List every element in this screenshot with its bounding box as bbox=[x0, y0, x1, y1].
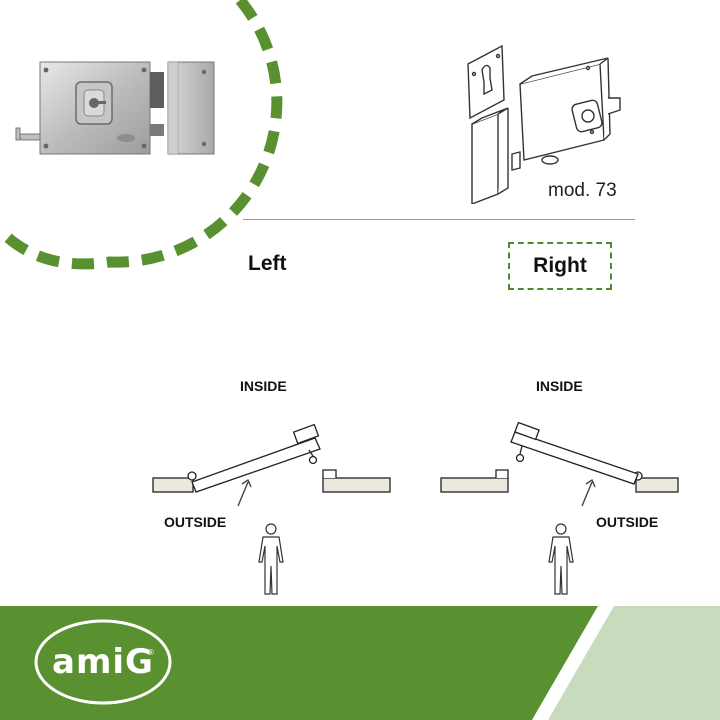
divider-line bbox=[243, 219, 635, 220]
left-person-icon bbox=[258, 523, 284, 595]
lock-product-photo bbox=[14, 61, 215, 155]
handing-right-option[interactable]: Right bbox=[508, 242, 612, 290]
handing-left-option[interactable]: Left bbox=[248, 252, 287, 275]
model-label: mod. 73 bbox=[548, 180, 617, 201]
left-inside-label: INSIDE bbox=[240, 378, 287, 394]
left-push-arrow-icon bbox=[237, 478, 252, 507]
handing-right-label: Right bbox=[533, 254, 587, 277]
left-door-diagram bbox=[152, 423, 391, 493]
left-outside-label: OUTSIDE bbox=[164, 514, 227, 530]
footer-band bbox=[0, 606, 720, 720]
right-outside-label: OUTSIDE bbox=[596, 514, 659, 530]
dashed-circle-border bbox=[0, 0, 283, 270]
right-person-icon bbox=[548, 523, 574, 595]
brand-logo: amiG bbox=[52, 642, 154, 682]
right-inside-label: INSIDE bbox=[536, 378, 583, 394]
registered-mark: ® bbox=[148, 648, 154, 657]
right-push-arrow-icon bbox=[581, 478, 596, 507]
right-door-diagram bbox=[440, 422, 679, 493]
lock-line-drawing bbox=[467, 44, 621, 204]
